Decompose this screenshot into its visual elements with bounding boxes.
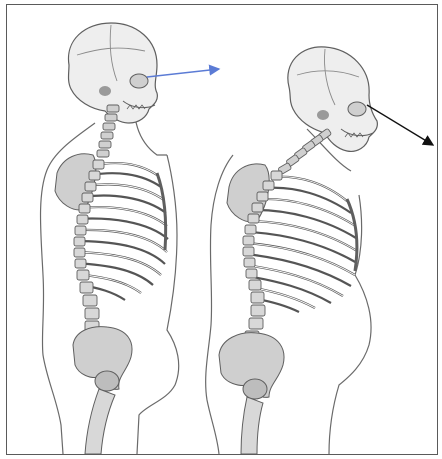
femur-upright [85,389,115,454]
figure-frame [6,4,438,455]
skull-stooped [288,47,378,152]
cervical-spine-stooped [278,128,332,174]
figure-upright [41,23,220,454]
posture-illustration [7,5,437,454]
neck-outline-upright [135,117,167,155]
femur-stooped [241,397,263,454]
figure-stooped [206,47,433,454]
gaze-arrow-upright [147,69,219,77]
